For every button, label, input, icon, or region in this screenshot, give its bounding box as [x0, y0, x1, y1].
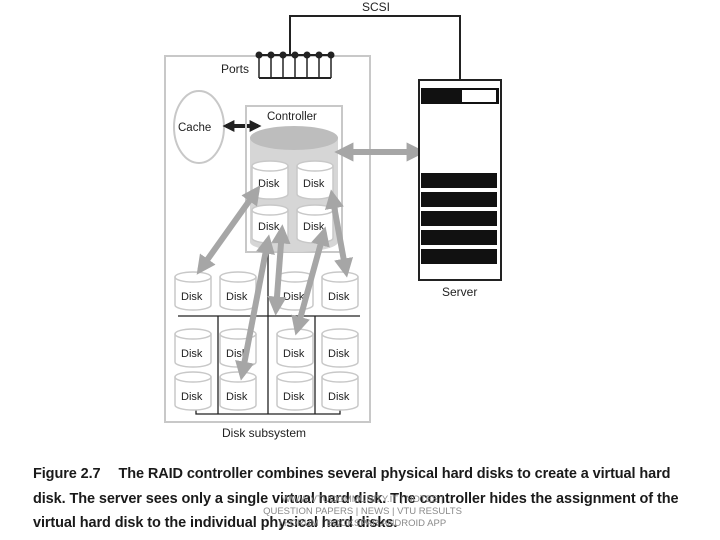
mapping-arrow	[196, 185, 261, 275]
disk-label: Disk	[181, 348, 203, 360]
disk-label: Disk	[283, 291, 305, 303]
mapping-arrow	[324, 189, 354, 278]
disk: Disk	[321, 328, 359, 368]
disk: Disk	[321, 371, 359, 411]
disk: Disk	[219, 271, 257, 311]
server	[418, 79, 502, 281]
disk: Disk	[296, 204, 334, 244]
disk: Disk	[251, 160, 289, 200]
disk: Disk	[174, 271, 212, 311]
disk: Disk	[296, 160, 334, 200]
mapping-arrow	[235, 234, 275, 381]
mapping-arrow	[267, 224, 291, 316]
cache-label: Cache	[178, 122, 211, 134]
disk-label: Disk	[283, 391, 305, 403]
figure-caption: Figure 2.7 The RAID controller combines …	[33, 462, 693, 536]
disk: Disk	[276, 371, 314, 411]
disk-label: Disk	[328, 291, 350, 303]
disk: Disk	[174, 371, 212, 411]
watermark-line: QUESTION PAPERS | NEWS | VTU RESULTS	[263, 506, 462, 517]
disk-label: Disk	[328, 391, 350, 403]
watermark-line: WWW.VTUCOMMUNITY.IT | NOTES |	[281, 494, 444, 505]
physical-disks: Disk Disk Disk Disk Disk Disk Disk Disk …	[174, 271, 359, 411]
disk-label: Disk	[258, 221, 280, 233]
disk-label: Disk	[303, 178, 325, 190]
disk-label: Disk	[226, 391, 248, 403]
scsi-label: SCSI	[362, 0, 390, 14]
mapping-arrows	[196, 142, 426, 381]
ports-connector	[255, 51, 335, 79]
disk-label: Disk	[283, 348, 305, 360]
figure-caption-text: The RAID controller combines several phy…	[33, 466, 679, 531]
disk: Disk	[276, 328, 314, 368]
disk-label: Disk	[328, 348, 350, 360]
watermark-line: | FORUM | BOOKSPAR ANDROID APP	[278, 518, 447, 529]
server-label: Server	[442, 285, 477, 299]
disk: Disk	[219, 371, 257, 411]
scsi-cable	[289, 15, 461, 80]
disk: Disk	[174, 328, 212, 368]
disk-label: Disk	[181, 391, 203, 403]
disk-label: Disk	[303, 221, 325, 233]
raid-diagram: SCSI Ports Cache Controller	[164, 0, 502, 440]
disk-label: Disk	[181, 291, 203, 303]
figure-number: Figure 2.7	[33, 466, 101, 482]
watermark: WWW.VTUCOMMUNITY.IT | NOTES | QUESTION P…	[250, 494, 475, 530]
disk: Disk	[321, 271, 359, 311]
controller-label: Controller	[267, 111, 317, 123]
ports-label: Ports	[221, 62, 249, 76]
disk-label: Disk	[226, 291, 248, 303]
disk-subsystem-label: Disk subsystem	[222, 426, 306, 440]
disk-label: Disk	[258, 178, 280, 190]
mapping-arrow	[291, 226, 330, 336]
